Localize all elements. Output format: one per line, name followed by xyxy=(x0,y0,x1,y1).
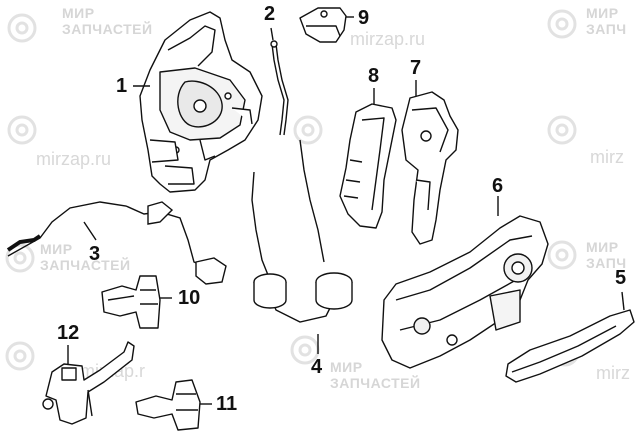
callout-10: 10 xyxy=(178,287,201,309)
actuator-rod-part xyxy=(270,27,289,136)
handle-bracket-part xyxy=(401,80,459,245)
watermark-line2: ЗАПЧ xyxy=(586,21,627,37)
watermark-line2: ЗАПЧ xyxy=(586,255,627,271)
callout-2: 2 xyxy=(264,3,276,25)
outer-handle-part xyxy=(505,291,635,383)
watermark-site: mirz xyxy=(590,147,624,167)
watermark-line1: МИР xyxy=(586,5,619,21)
watermark-line1: МИР xyxy=(62,5,95,21)
striker-bracket-part xyxy=(299,7,354,43)
watermark-line2: ЗАПЧАСТЕЙ xyxy=(40,257,131,273)
callout-7: 7 xyxy=(410,57,422,79)
cable-guide-part xyxy=(339,88,397,229)
callout-6: 6 xyxy=(492,175,504,197)
handle-housing-part xyxy=(381,196,549,369)
callout-3: 3 xyxy=(89,243,101,265)
callout-8: 8 xyxy=(368,65,380,87)
callout-12: 12 xyxy=(57,322,80,344)
latch-cable-part xyxy=(6,201,227,285)
watermark-line1: МИР xyxy=(586,239,619,255)
hinge-lower-part xyxy=(135,379,212,431)
watermark-site: mirzap.ru xyxy=(350,29,426,49)
watermark-site: mirz xyxy=(596,363,630,383)
watermark-line1: МИР xyxy=(330,359,363,375)
callout-1: 1 xyxy=(116,75,128,97)
callout-5: 5 xyxy=(615,267,627,289)
door-latch-part xyxy=(139,11,263,193)
watermark-line1: МИР xyxy=(40,241,73,257)
hinge-upper-part xyxy=(101,275,172,329)
callout-4: 4 xyxy=(311,356,323,378)
door-check-part xyxy=(42,341,135,425)
callout-9: 9 xyxy=(358,7,370,29)
callout-11: 11 xyxy=(216,393,238,415)
watermark-site: mirzap.ru xyxy=(36,149,112,169)
actuator-cable-part xyxy=(251,139,353,354)
watermark-line2: ЗАПЧАСТЕЙ xyxy=(330,375,421,391)
watermark-line2: ЗАПЧАСТЕЙ xyxy=(62,21,153,37)
